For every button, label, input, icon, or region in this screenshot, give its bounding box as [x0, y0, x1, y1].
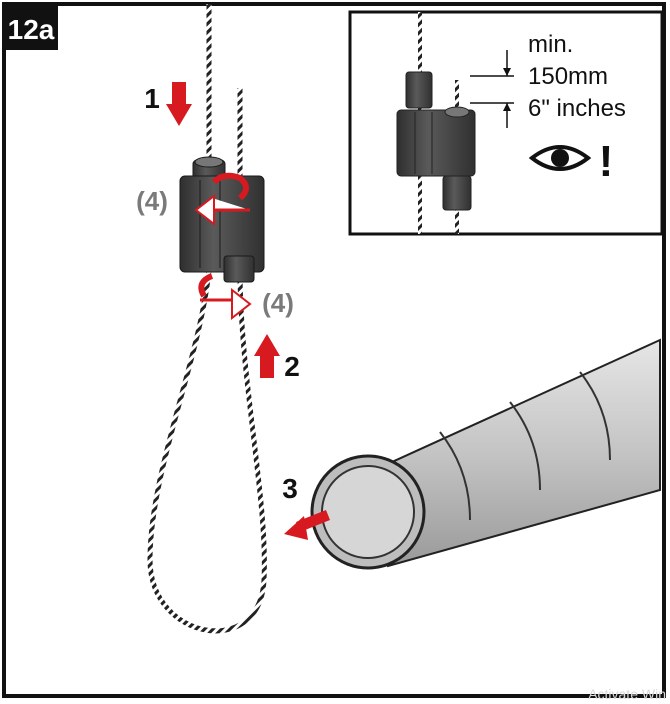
- rotate-label-lower: (4): [262, 288, 294, 318]
- rotate-label-upper: (4): [136, 186, 168, 216]
- min-distance-inches: 6" inches: [528, 95, 626, 122]
- panel-label-text: 12a: [8, 14, 55, 45]
- warning-icon: !: [599, 137, 614, 186]
- outer-frame: [2, 2, 666, 698]
- panel-label: 12a: [4, 4, 58, 50]
- step-1-label: 1: [144, 83, 160, 114]
- rotate-arrow-icon: [198, 273, 252, 321]
- inset-detail: min. 150mm 6" inches !: [348, 10, 664, 236]
- step-3-label: 3: [282, 473, 298, 504]
- arrow-left-icon: [284, 510, 330, 540]
- min-label: min.: [528, 31, 573, 58]
- inset-gripper: [396, 71, 476, 211]
- cable-loop: [147, 269, 267, 634]
- rotate-arrow-icon: [194, 172, 250, 227]
- main-gripper: [179, 156, 265, 283]
- eye-icon: [528, 145, 592, 171]
- watermark: Activate Win: [588, 686, 666, 702]
- main-cables: [147, 4, 267, 634]
- arrow-down-icon: [166, 82, 192, 126]
- step-2-label: 2: [284, 351, 300, 382]
- dimension-marker: [470, 50, 514, 128]
- min-distance-mm: 150mm: [528, 63, 608, 90]
- tube: [310, 338, 661, 570]
- arrow-up-icon: [254, 334, 280, 378]
